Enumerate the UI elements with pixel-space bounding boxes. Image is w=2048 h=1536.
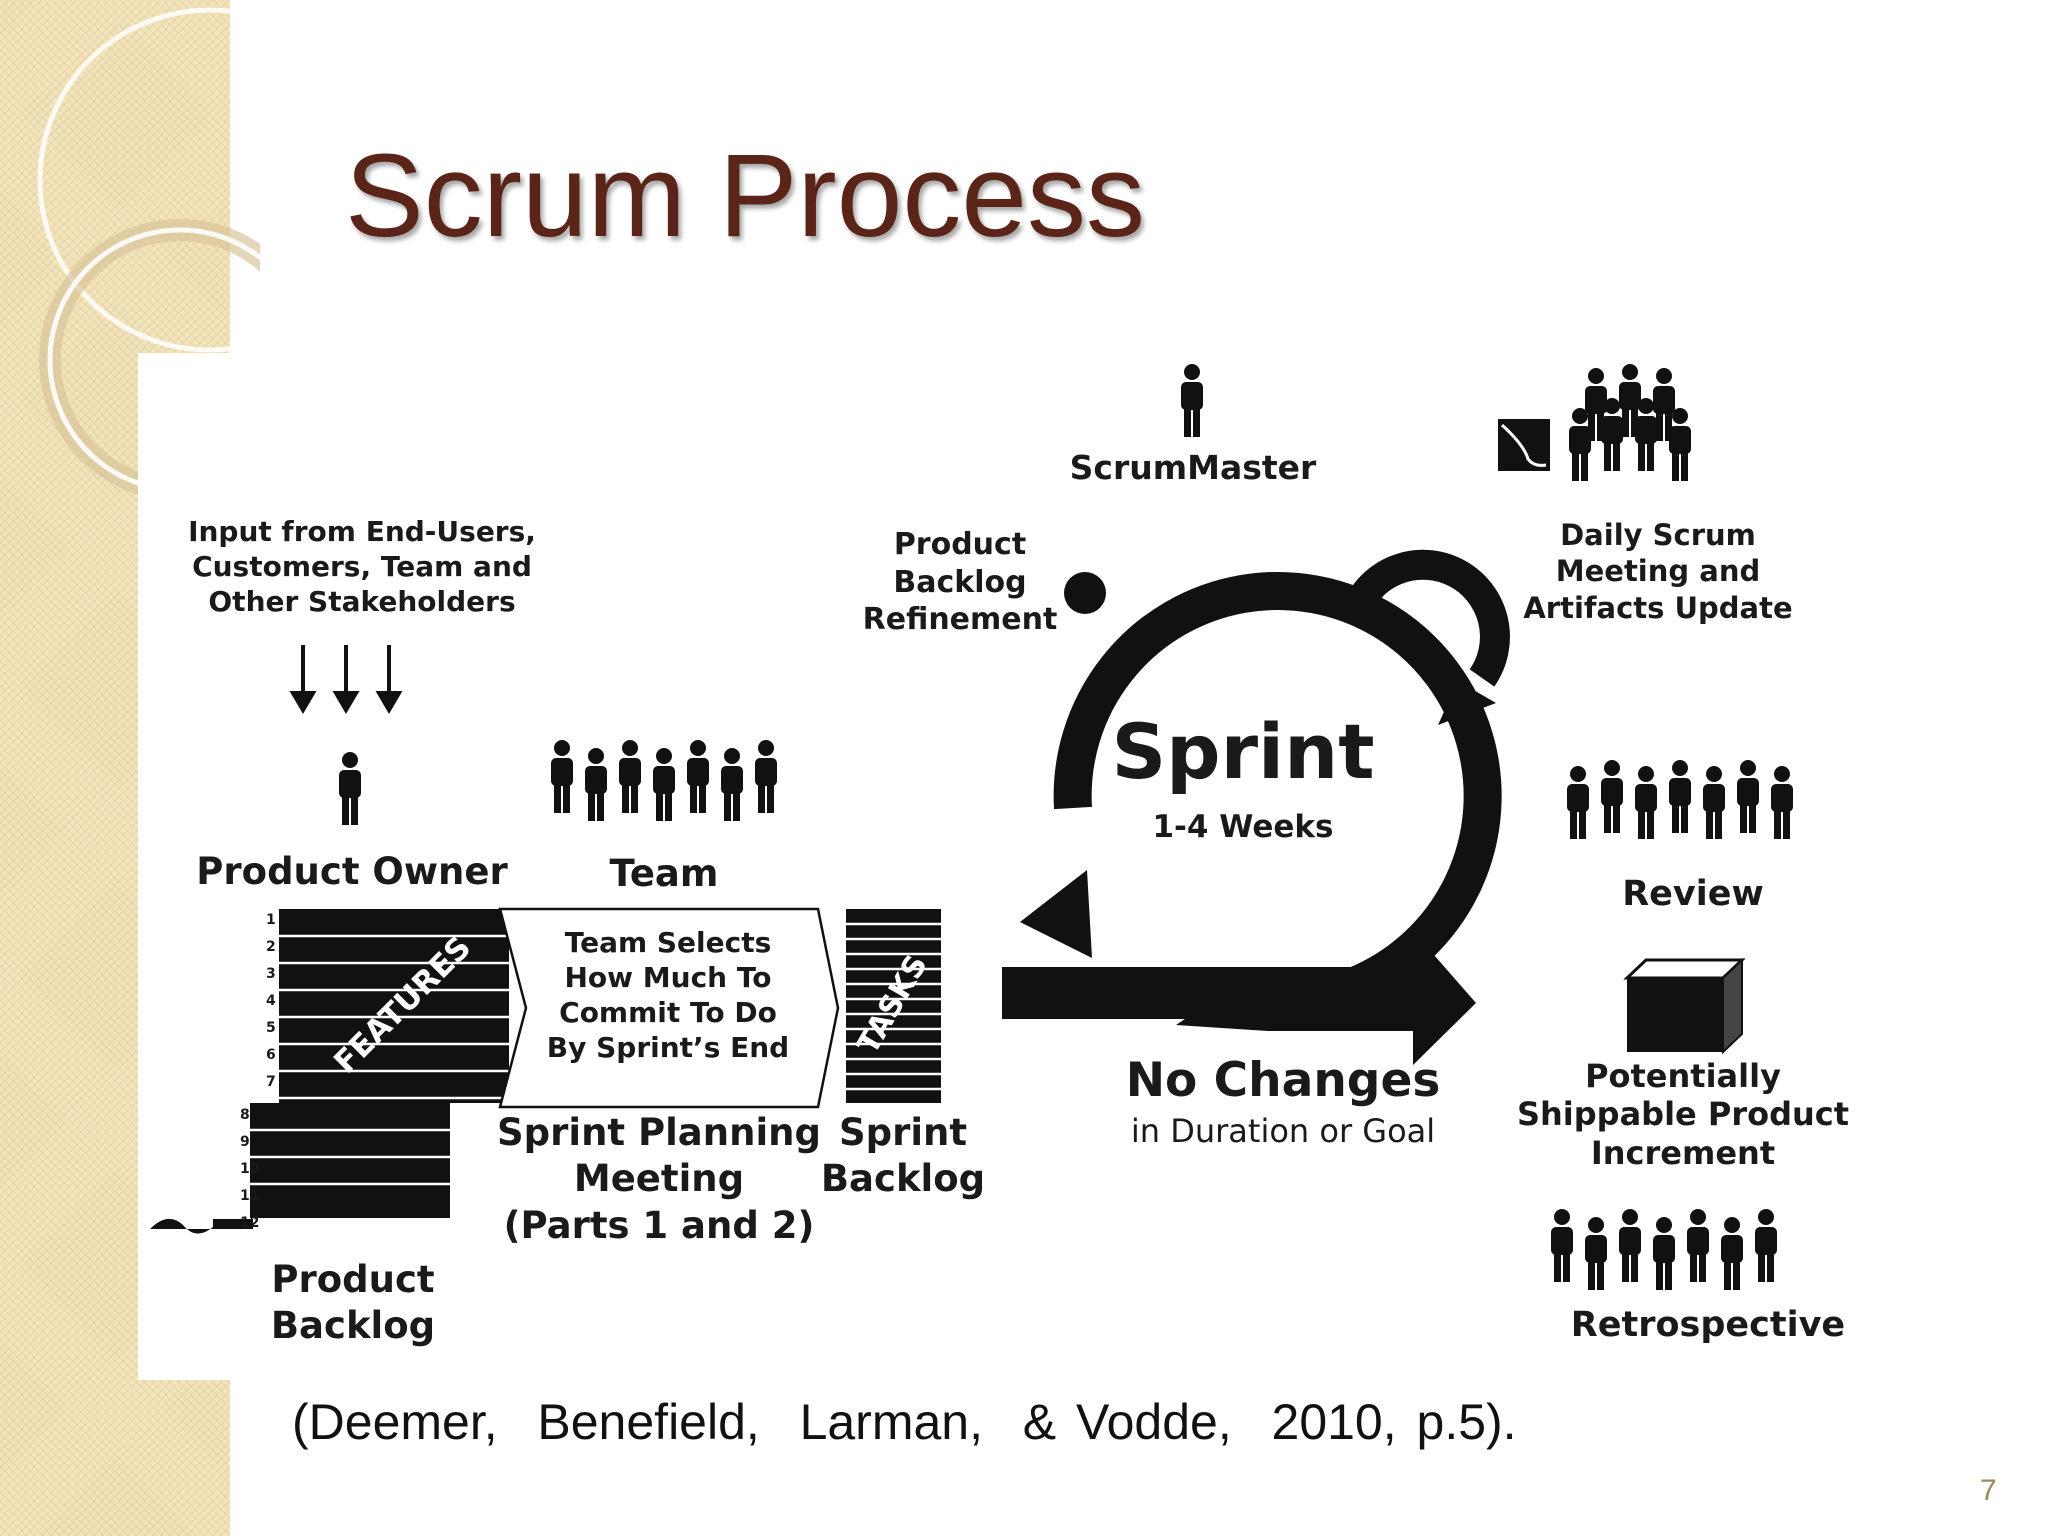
increment-label: Potentially Shippable Product Increment <box>1516 1057 1850 1172</box>
retrospective-label: Retrospective <box>1570 1305 1846 1345</box>
input-text: Input from End-Users, Customers, Team an… <box>188 515 536 618</box>
product-backlog-refinement-label: Product Backlog Refinement <box>862 527 1058 637</box>
sprint-title: Sprint <box>1111 707 1375 796</box>
backlog-number: 4 <box>266 993 276 1009</box>
backlog-number: 8 <box>240 1107 250 1123</box>
team-icon <box>551 740 777 821</box>
sprint-backlog-label: Sprint Backlog <box>820 1111 986 1201</box>
sprint-planning-label: Sprint Planning Meeting (Parts 1 and 2) <box>497 1111 821 1247</box>
team-selects-text: Team Selects How Much To Commit To Do By… <box>546 926 790 1064</box>
scrummaster-icon <box>1181 364 1203 437</box>
retrospective-icon <box>1551 1209 1777 1290</box>
slide-title: Scrum Process <box>345 130 1145 262</box>
team-selects-chevron <box>498 907 840 1109</box>
input-arrows <box>289 645 403 714</box>
shippable-box-icon <box>1623 957 1746 1055</box>
slide-number: 7 <box>1980 1474 1997 1507</box>
scrum-diagram: 1 2 3 4 5 6 7 8 9 10 11 12 Input from En… <box>138 353 1880 1380</box>
product-owner-icon <box>339 752 361 825</box>
backlog-number: 5 <box>266 1020 276 1036</box>
product-backlog-stack <box>150 909 509 1234</box>
sprint-backlog-stack <box>846 909 941 1103</box>
backlog-number: 1 <box>266 912 276 928</box>
no-changes-title: No Changes <box>1125 1053 1441 1108</box>
sprint-duration: 1-4 Weeks <box>1152 809 1334 845</box>
backlog-number: 10 <box>240 1161 260 1177</box>
daily-scrum-label: Daily Scrum Meeting and Artifacts Update <box>1523 518 1793 625</box>
product-backlog-label: Product Backlog <box>270 1258 436 1348</box>
backlog-number: 12 <box>240 1215 260 1231</box>
team-label: Team <box>609 852 719 895</box>
sprint-cycle-icon <box>1002 549 1510 1065</box>
backlog-number: 9 <box>240 1134 250 1150</box>
backlog-number: 3 <box>266 966 276 982</box>
backlog-number: 7 <box>266 1074 276 1090</box>
backlog-number: 6 <box>266 1047 276 1063</box>
scrummaster-label: ScrumMaster <box>1069 448 1317 487</box>
backlog-number: 11 <box>240 1188 260 1204</box>
review-icon <box>1567 760 1793 839</box>
citation: (Deemer, Benefield, Larman, & Vodde, 201… <box>292 1394 1517 1450</box>
product-owner-label: Product Owner <box>196 850 508 893</box>
daily-scrum-icon <box>1498 364 1691 481</box>
backlog-number: 2 <box>266 939 276 955</box>
no-changes-subtitle: in Duration or Goal <box>1130 1112 1436 1150</box>
review-label: Review <box>1622 874 1764 914</box>
